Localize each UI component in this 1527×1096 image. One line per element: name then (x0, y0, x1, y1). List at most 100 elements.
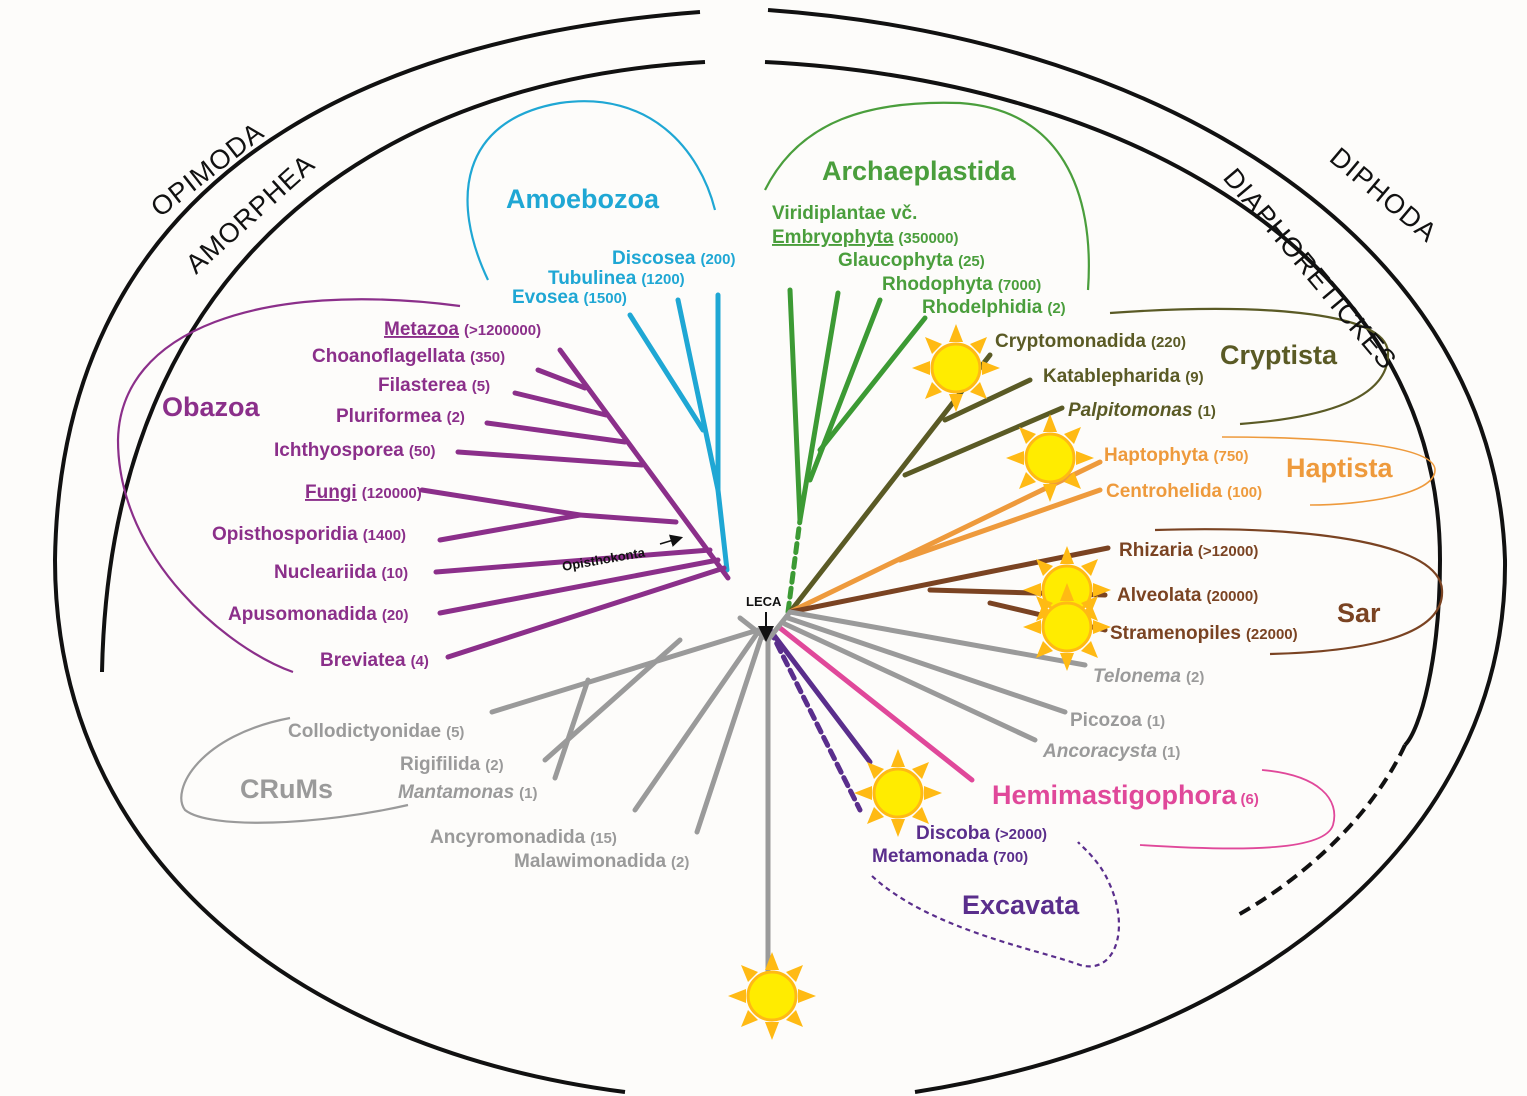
taxon-label-ancyromonadida: Ancyromonadida(15) (430, 827, 617, 848)
sun-icon (912, 324, 1000, 412)
amoebozoa-branches (627, 292, 730, 573)
taxon-count: (1) (1162, 744, 1180, 761)
taxon-name: Pluriformea (336, 406, 442, 427)
taxon-label-discoba: Discoba (>2000) (916, 823, 1047, 844)
taxon-label-evosea: Evosea(1500) (512, 287, 627, 308)
taxon-count: (1500) (584, 290, 627, 307)
taxon-label-collodictyonidae: Collodictyonidae (5) (288, 721, 464, 742)
taxon-count: (1) (519, 785, 537, 802)
taxon-label-malawimonadida: Malawimonadida(2) (514, 851, 689, 872)
haptista-label: Haptista (1286, 453, 1394, 483)
diaphoretickes-arc (764, 60, 1443, 747)
taxon-count: (10) (381, 565, 408, 582)
taxon-count: (750) (1214, 448, 1249, 465)
sun-icon (728, 952, 816, 1040)
taxon-name: Nucleariida (274, 562, 377, 583)
taxon-label-rhodelphidia: Rhodelphidia(2) (922, 297, 1066, 318)
excavata-branch (767, 627, 873, 765)
taxon-label-fungi: Fungi(120000) (305, 482, 422, 503)
hemimastigophora-enclosure (1139, 769, 1336, 850)
taxon-name: Apusomonadida (228, 604, 377, 625)
taxon-label-ichthyosporea: Ichthyosporea (50) (274, 440, 436, 461)
excavata-enclosure (871, 841, 1120, 968)
cryptista-enclosure (1109, 307, 1390, 426)
taxon-label-rhizaria: Rhizaria(>12000) (1119, 540, 1258, 561)
taxon-name: Opisthosporidia (212, 524, 358, 545)
taxon-count: (>2000) (995, 826, 1047, 843)
opisthokonta-label: Opisthokonta (561, 545, 647, 574)
taxon-count: (>1200000) (464, 322, 541, 339)
taxon-name: Rhizaria (1119, 540, 1193, 561)
taxon-count: (1) (1198, 403, 1216, 420)
taxon-label-discosea: Discosea(200) (612, 248, 735, 269)
tree-branches (419, 287, 1111, 978)
hemimastigophora-branch (777, 625, 975, 783)
taxon-label-palpitomonas: Palpitomonas (1) (1068, 400, 1216, 421)
archaeplastida-enclosure (764, 101, 1090, 291)
sar-label: Sar (1337, 598, 1381, 628)
taxon-label-haptophyta: Haptophyta (750) (1104, 445, 1249, 466)
diphoda-arc (767, 8, 1508, 1094)
taxon-name: Tubulinea (548, 268, 637, 289)
taxon-name: Stramenopiles (1110, 623, 1241, 644)
excavata-dashed-branch (767, 627, 863, 813)
obazoa-label: Obazoa (162, 392, 261, 422)
taxon-name: Breviatea (320, 650, 406, 671)
taxon-count: (15) (590, 830, 617, 847)
sun-icon (1006, 414, 1094, 502)
taxon-count: (2) (1186, 669, 1204, 686)
taxon-count: (22000) (1246, 626, 1298, 643)
sun-markers (728, 324, 1111, 1040)
taxon-name: Collodictyonidae (288, 721, 441, 742)
taxon-label-choanoflagellata: Choanoflagellata(350) (312, 346, 505, 367)
cryptista-branches (787, 352, 1065, 615)
taxon-label-metamonada: Metamonada(700) (872, 846, 1028, 867)
taxon-name: Rhodophyta (882, 274, 993, 295)
taxon-name: Ichthyosporea (274, 440, 404, 461)
taxon-label-rhodophyta: Rhodophyta(7000) (882, 274, 1041, 295)
taxon-name: Picozoa (1070, 710, 1142, 731)
sun-icon (1023, 583, 1111, 671)
amoebozoa-enclosure (466, 100, 717, 281)
grey-diaphoretickes-branches (782, 609, 1088, 743)
taxon-name: Haptophyta (1104, 445, 1209, 466)
taxon-label-embryophyta: Embryophyta(350000) (772, 227, 958, 248)
taxon-name: Glaucophyta (838, 250, 954, 271)
taxon-label-glaucophyta: Glaucophyta(25) (838, 250, 985, 271)
diaphoretickes-dashed-arc (1237, 744, 1407, 917)
taxon-name: Discoba (916, 823, 990, 844)
taxon-label-mantamonas: Mantamonas(1) (398, 782, 537, 803)
taxon-name: Palpitomonas (1068, 400, 1193, 421)
taxon-count: (350000) (898, 230, 958, 247)
taxon-count: (1400) (363, 527, 406, 544)
taxon-name: Katablepharida (1043, 366, 1181, 387)
taxon-count: (120000) (362, 485, 422, 502)
taxon-name: Cryptomonadida (995, 331, 1146, 352)
crums-branches (489, 609, 793, 978)
taxon-name: Viridiplantae vč. (772, 203, 917, 224)
taxon-count: (2) (485, 757, 503, 774)
taxon-label-centrohelida: Centrohelida(100) (1106, 481, 1262, 502)
diphoda-label: DIPHODA (1324, 142, 1443, 249)
taxon-count: (2) (671, 854, 689, 871)
archaeplastida-branches (787, 287, 928, 523)
taxon-label-tubulinea: Tubulinea(1200) (548, 268, 685, 289)
amorphea-arc (100, 60, 706, 673)
sar-enclosure (1154, 528, 1444, 656)
taxon-count: (100) (1227, 484, 1262, 501)
taxon-label-apusomonadida: Apusomonadida(20) (228, 604, 409, 625)
taxon-label-telonema: Telonema(2) (1093, 666, 1204, 687)
taxon-count: (50) (409, 443, 436, 460)
taxon-count: (4) (411, 653, 429, 670)
taxon-label-pluriformea: Pluriformea(2) (336, 406, 465, 427)
supergroup-arcs (52, 8, 1508, 1094)
taxon-count: (9) (1185, 369, 1203, 386)
sun-icon (854, 749, 942, 837)
taxon-count: (1) (1147, 713, 1165, 730)
taxon-count: (1200) (641, 271, 684, 288)
taxon-label-metazoa: Metazoa(>1200000) (384, 319, 541, 340)
taxon-label-opisthosporidia: Opisthosporidia (1400) (212, 524, 406, 545)
taxon-count: (5) (446, 724, 464, 741)
